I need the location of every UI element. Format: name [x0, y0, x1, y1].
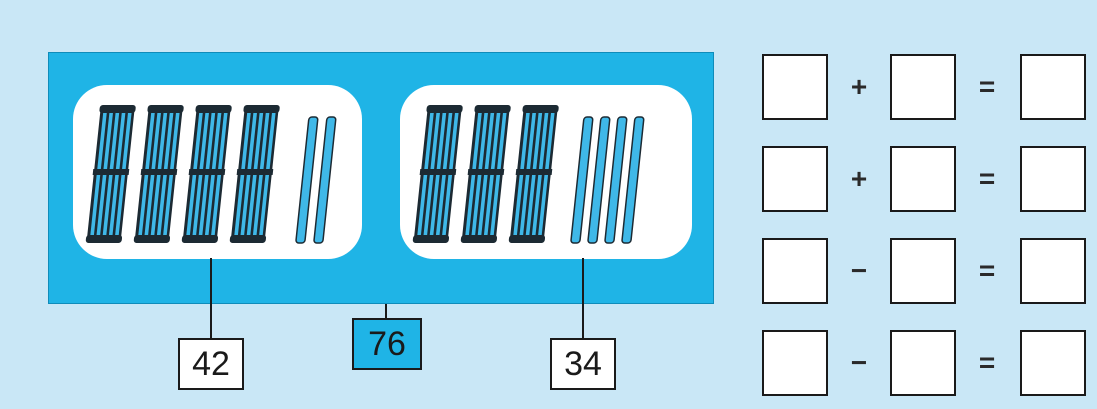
ten-rod-bundle [133, 105, 184, 243]
answer-box[interactable] [1020, 238, 1086, 304]
equals-sign: = [960, 238, 1014, 304]
number-box-right: 34 [550, 338, 616, 390]
ten-rod-bundle [412, 105, 463, 243]
base-ten-group-right [400, 85, 692, 259]
base-ten-blocks-left [73, 85, 362, 259]
answer-box[interactable] [1020, 330, 1086, 396]
base-ten-blocks-right [400, 85, 692, 259]
answer-box[interactable] [762, 330, 828, 396]
ten-rod-bundle [460, 105, 511, 243]
operator-sign: − [832, 330, 886, 396]
ten-rod-bundle [508, 105, 559, 243]
ten-rod-bundle [181, 105, 232, 243]
operator-sign: − [832, 238, 886, 304]
equals-sign: = [960, 146, 1014, 212]
one-rod [296, 117, 318, 243]
ten-rod-bundle [85, 105, 136, 243]
equation-row: + = [762, 146, 1088, 212]
answer-box[interactable] [890, 330, 956, 396]
base-ten-group-left [73, 85, 362, 259]
answer-box[interactable] [890, 146, 956, 212]
answer-box[interactable] [762, 54, 828, 120]
equals-sign: = [960, 54, 1014, 120]
answer-box[interactable] [890, 54, 956, 120]
answer-box[interactable] [1020, 146, 1086, 212]
answer-box[interactable] [762, 146, 828, 212]
equation-row: − = [762, 238, 1088, 304]
one-rod [314, 117, 336, 243]
operator-sign: + [832, 146, 886, 212]
connector-left [210, 258, 212, 338]
number-box-total: 76 [352, 318, 422, 370]
answer-box[interactable] [762, 238, 828, 304]
answer-box[interactable] [890, 238, 956, 304]
answer-box[interactable] [1020, 54, 1086, 120]
equation-row: − = [762, 330, 1088, 396]
connector-right [582, 258, 584, 338]
base-ten-panel [48, 52, 714, 304]
equals-sign: = [960, 330, 1014, 396]
operator-sign: + [832, 54, 886, 120]
ten-rod-bundle [229, 105, 280, 243]
number-box-left: 42 [178, 338, 244, 390]
equation-row: + = [762, 54, 1088, 120]
